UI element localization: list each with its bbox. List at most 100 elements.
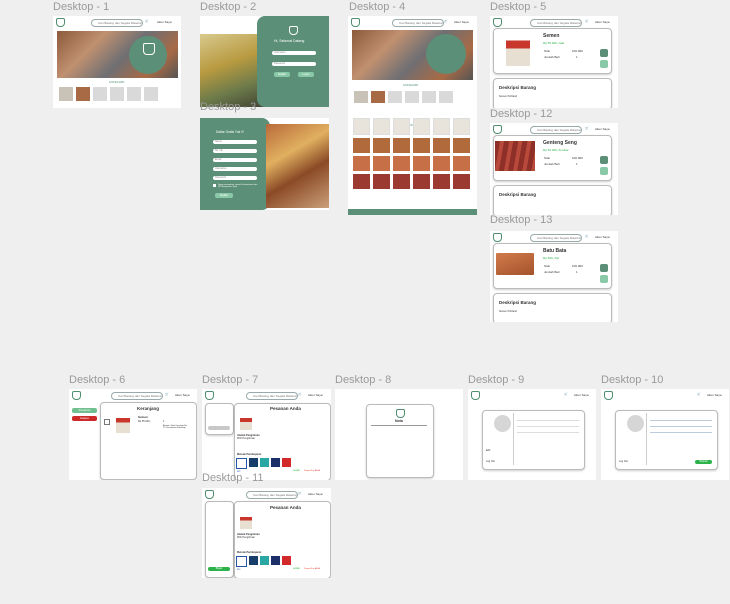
category-item[interactable] <box>371 91 385 103</box>
category-item[interactable] <box>127 87 141 101</box>
qty-stepper[interactable]: 1 <box>576 270 578 274</box>
password-field[interactable]: Password <box>213 176 257 180</box>
username-field[interactable]: Username <box>272 51 316 55</box>
payment-option-bca[interactable]: BCA <box>260 458 269 472</box>
category-item[interactable] <box>422 91 436 103</box>
register-button[interactable]: Daftar <box>274 72 290 77</box>
username-field[interactable]: Username <box>213 167 257 171</box>
product-card-genteng[interactable] <box>433 174 450 189</box>
cart-icon[interactable]: 🛒 <box>564 392 568 396</box>
app-logo-icon[interactable] <box>56 18 65 27</box>
cart-icon[interactable]: 🛒 <box>298 491 302 495</box>
edit-link[interactable]: Edit <box>486 449 491 452</box>
logout-link[interactable]: Log Out <box>486 460 495 463</box>
app-logo-icon[interactable] <box>205 391 214 400</box>
product-card-bata[interactable] <box>353 156 370 171</box>
category-item[interactable] <box>439 91 453 103</box>
login-button[interactable]: Login <box>298 72 314 77</box>
product-card-semen[interactable] <box>393 118 410 135</box>
search-input[interactable]: Cari Barang dan Segala Material <box>246 392 298 400</box>
product-card-semen[interactable] <box>353 118 370 135</box>
category-item[interactable] <box>110 87 124 101</box>
category-item[interactable] <box>405 91 419 103</box>
buy-now-button[interactable] <box>600 167 608 175</box>
qty-stepper[interactable]: 1 <box>576 162 578 166</box>
search-input[interactable]: Cari Barang dan Segala Material <box>246 491 298 499</box>
product-card-genteng[interactable] <box>413 174 430 189</box>
product-card-semen[interactable] <box>453 118 470 135</box>
search-input[interactable]: Cari Barang dan Segala Material <box>392 19 444 27</box>
editable-field-lines[interactable] <box>650 415 712 438</box>
payment-option-bri[interactable]: BRI <box>236 556 247 571</box>
account-link[interactable]: Akun Saya <box>454 20 469 24</box>
payment-option-shopeepay[interactable]: ShopeePay <box>304 458 314 472</box>
payment-option-ovo[interactable]: OVO <box>271 556 280 570</box>
app-logo-icon[interactable] <box>351 18 360 27</box>
phone-field[interactable]: No. Hp <box>213 149 257 153</box>
account-link[interactable]: Akun Saya <box>707 393 722 397</box>
product-card-bata[interactable] <box>393 156 410 171</box>
payment-option-gopay[interactable]: GOPAY <box>293 458 302 472</box>
payment-option-bni[interactable]: BNI <box>249 556 258 570</box>
product-card-genteng[interactable] <box>393 174 410 189</box>
account-link[interactable]: Akun Saya <box>157 20 172 24</box>
product-card-bata[interactable] <box>413 156 430 171</box>
name-field[interactable]: Nama <box>213 140 257 144</box>
product-card-kayu[interactable] <box>373 138 390 153</box>
product-card-bata[interactable] <box>453 156 470 171</box>
account-link[interactable]: Akun Saya <box>308 492 323 496</box>
app-logo-icon[interactable] <box>493 125 502 134</box>
add-to-cart-button[interactable] <box>600 49 608 57</box>
payment-option-bca[interactable]: BCA <box>260 556 269 570</box>
delete-side-button[interactable]: Hapus <box>72 416 97 421</box>
cart-item-checkbox[interactable] <box>104 419 110 425</box>
add-to-cart-button[interactable] <box>600 264 608 272</box>
payment-option-alfa[interactable]: ALFA <box>315 556 324 570</box>
payment-option-bri[interactable]: BRI <box>236 458 247 473</box>
product-card-semen[interactable] <box>413 118 430 135</box>
payment-option-dana[interactable]: DANA <box>282 556 291 570</box>
account-link[interactable]: Akun Saya <box>308 393 323 397</box>
cart-icon[interactable]: 🛒 <box>585 234 589 238</box>
payment-option-alfa[interactable]: ALFA <box>315 458 324 472</box>
add-to-cart-button[interactable] <box>600 156 608 164</box>
product-card-genteng[interactable] <box>373 174 390 189</box>
account-link[interactable]: Akun Saya <box>595 20 610 24</box>
cart-icon[interactable]: 🛒 <box>145 19 149 23</box>
product-card-genteng[interactable] <box>353 174 370 189</box>
summary-button[interactable] <box>208 426 230 430</box>
email-field[interactable]: Email <box>213 158 257 162</box>
category-item[interactable] <box>354 91 368 103</box>
payment-option-shopeepay[interactable]: ShopeePay <box>304 556 314 570</box>
app-logo-icon[interactable] <box>72 391 81 400</box>
agree-checkbox[interactable] <box>213 184 216 187</box>
register-submit-button[interactable]: Daftar <box>215 193 233 198</box>
orders-side-button[interactable]: Pesanan <box>72 408 97 413</box>
buy-now-button[interactable] <box>600 60 608 68</box>
category-item[interactable] <box>388 91 402 103</box>
account-link[interactable]: Akun Saya <box>574 393 589 397</box>
cart-icon[interactable]: 🛒 <box>585 19 589 23</box>
cart-icon[interactable]: 🛒 <box>585 126 589 130</box>
product-card-kayu[interactable] <box>353 138 370 153</box>
save-button[interactable]: Simpan <box>695 460 712 464</box>
product-card-semen[interactable] <box>433 118 450 135</box>
product-card-kayu[interactable] <box>393 138 410 153</box>
category-item[interactable] <box>144 87 158 101</box>
cart-icon[interactable]: 🛒 <box>165 392 169 396</box>
category-item[interactable] <box>93 87 107 101</box>
cart-icon[interactable]: 🛒 <box>444 19 448 23</box>
payment-option-dana[interactable]: DANA <box>282 458 291 472</box>
product-card-semen[interactable] <box>373 118 390 135</box>
payment-option-bni[interactable]: BNI <box>249 458 258 472</box>
product-card-kayu[interactable] <box>433 138 450 153</box>
app-logo-icon[interactable] <box>604 391 613 400</box>
cart-item-qty[interactable]: 1 <box>163 420 165 423</box>
password-field[interactable]: Password <box>272 62 316 66</box>
product-card-bata[interactable] <box>373 156 390 171</box>
qty-stepper[interactable]: 1 <box>576 55 578 59</box>
pay-button[interactable]: Bayar <box>208 567 230 571</box>
product-card-kayu[interactable] <box>453 138 470 153</box>
payment-option-gopay[interactable]: GOPAY <box>293 556 302 570</box>
app-logo-icon[interactable] <box>205 490 214 499</box>
